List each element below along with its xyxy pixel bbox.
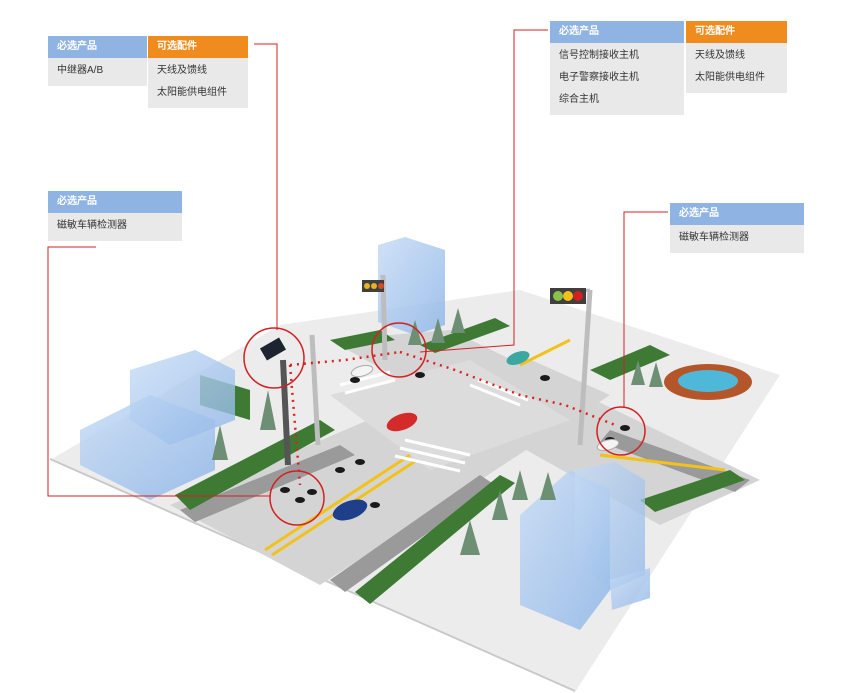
crosswalk: [339, 370, 529, 473]
intersection-plaza: [330, 360, 570, 470]
hedge: [420, 318, 510, 353]
callout-top-right-optional: 可选配件 天线及馈线 太阳能供电组件: [686, 21, 787, 93]
required-header: 必选产品: [48, 36, 147, 58]
callout-mid-right-required: 必选产品 磁敏车辆检测器: [670, 203, 804, 253]
callout-top-left-optional: 可选配件 天线及馈线 太阳能供电组件: [148, 36, 248, 108]
yellow-lane-line: [519, 338, 571, 367]
repeater-pole: [280, 359, 291, 466]
gravel-strip: [180, 445, 355, 522]
wireless-signal-path: [288, 350, 616, 486]
yellow-lane-line: [264, 453, 411, 552]
hedge: [355, 475, 515, 604]
list-item: 太阳能供电组件: [695, 72, 765, 83]
required-list: 信号控制接收主机 电子警察接收主机 综合主机: [550, 43, 684, 115]
list-item: 天线及馈线: [695, 50, 745, 61]
fountain-water: [678, 370, 738, 392]
hedge: [175, 420, 335, 510]
building-left: [80, 350, 235, 500]
optional-header: 可选配件: [148, 36, 248, 58]
callout-mid-left-required: 必选产品 磁敏车辆检测器: [48, 191, 182, 241]
hedge: [590, 345, 670, 380]
traffic-light-right: [550, 288, 591, 304]
car-white: [350, 364, 374, 378]
building-front-right: [520, 462, 650, 630]
highlight-circles: [243, 322, 646, 526]
optional-list: 天线及馈线 太阳能供电组件: [686, 43, 787, 93]
hedge: [640, 470, 745, 512]
traffic-light-left: [362, 280, 386, 292]
callout-top-right-required: 必选产品 信号控制接收主机 电子警察接收主机 综合主机: [550, 21, 684, 115]
required-list: 磁敏车辆检测器: [670, 225, 804, 253]
required-list: 中继器A/B: [48, 58, 147, 86]
required-header: 必选产品: [48, 191, 182, 213]
required-list: 磁敏车辆检测器: [48, 213, 182, 241]
trees: [212, 308, 663, 555]
list-item: 综合主机: [559, 94, 599, 105]
car-teal: [506, 351, 530, 365]
required-header: 必选产品: [670, 203, 804, 225]
list-item: 天线及馈线: [157, 65, 207, 76]
gravel-strip: [330, 475, 495, 592]
list-item: 太阳能供电组件: [157, 87, 227, 98]
list-item: 电子警察接收主机: [559, 72, 639, 83]
list-item: 磁敏车辆检测器: [57, 220, 127, 231]
list-item: 磁敏车辆检测器: [679, 232, 749, 243]
list-item: 信号控制接收主机: [559, 50, 639, 61]
car-blue: [332, 499, 368, 521]
hedge: [330, 330, 395, 350]
car-red: [386, 412, 418, 432]
building-back: [378, 237, 445, 335]
car-white: [596, 438, 620, 452]
yellow-lane-line: [599, 453, 726, 472]
callout-leader-lines: [47, 29, 668, 497]
callout-top-left-required: 必选产品 中继器A/B: [48, 36, 147, 86]
required-header: 必选产品: [550, 21, 684, 43]
solar-panel: [259, 337, 287, 361]
list-item: 中继器A/B: [57, 65, 104, 76]
optional-header: 可选配件: [686, 21, 787, 43]
optional-list: 天线及馈线 太阳能供电组件: [148, 58, 248, 108]
